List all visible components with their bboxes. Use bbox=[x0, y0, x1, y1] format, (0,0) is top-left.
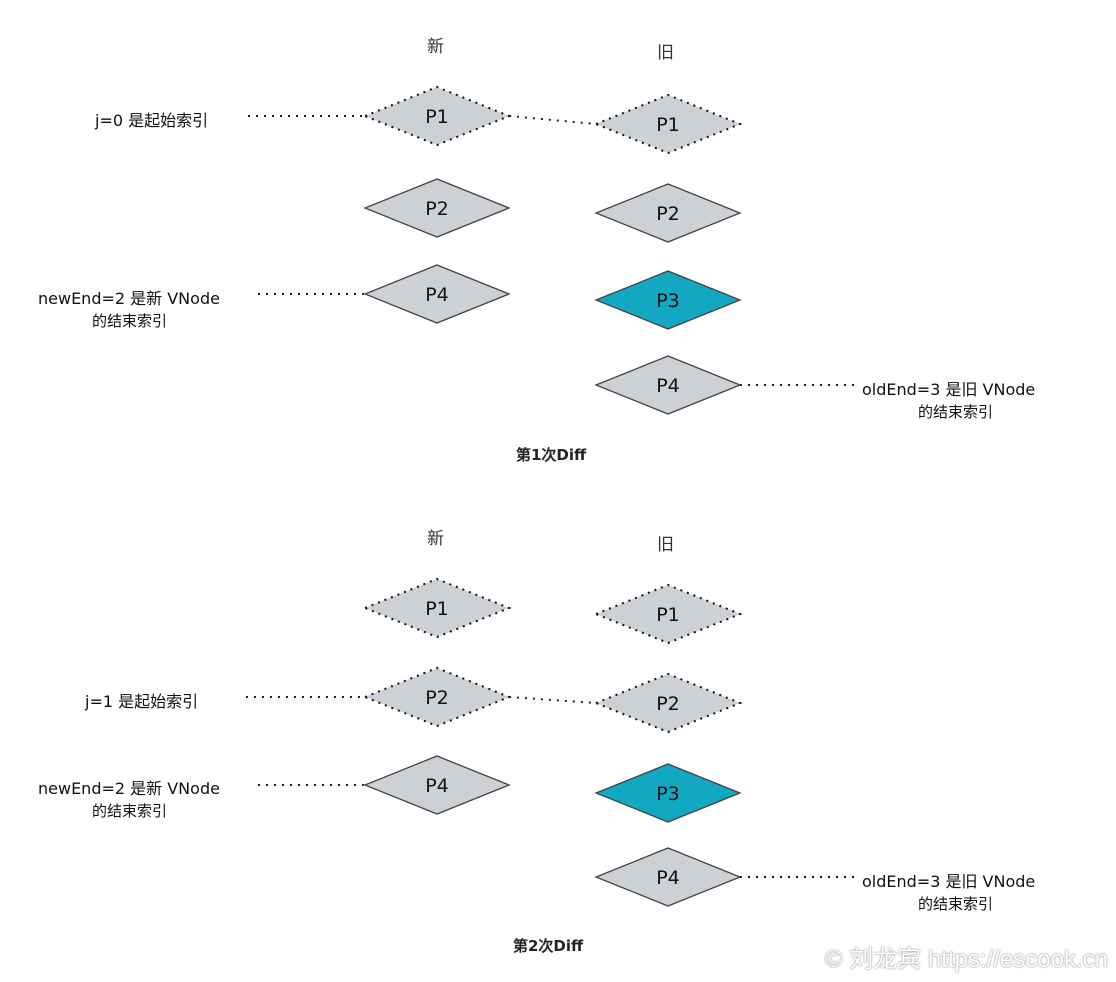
new-end-label-1: newEnd=2 是新 VNode bbox=[38, 289, 220, 308]
diamond-shape bbox=[593, 93, 743, 155]
new-vnode-p4: P4 bbox=[363, 755, 511, 815]
new-vnode-p1: P1 bbox=[362, 577, 512, 639]
diamond-shape bbox=[593, 672, 743, 734]
old-vnode-p1: P1 bbox=[593, 93, 743, 155]
diamond-shape bbox=[363, 264, 511, 324]
node-label: P1 bbox=[656, 604, 680, 626]
node-label: P1 bbox=[656, 114, 680, 136]
old-end-sublabel-1: 的结束索引 bbox=[918, 403, 994, 421]
old-vnode-p4: P4 bbox=[594, 847, 742, 907]
new-vnode-p4: P4 bbox=[363, 264, 511, 324]
old-vnode-p3: P3 bbox=[594, 763, 742, 823]
diamond-shape bbox=[362, 666, 512, 728]
diamond-shape bbox=[363, 755, 511, 815]
new-column-header-1: 新 bbox=[427, 37, 444, 57]
diff-caption-1: 第1次Diff bbox=[516, 446, 587, 464]
compare-link-line bbox=[508, 115, 597, 125]
old-vnode-p2: P2 bbox=[593, 672, 743, 734]
new-end-sublabel-1: 的结束索引 bbox=[92, 312, 168, 330]
diamond-shape bbox=[362, 577, 512, 639]
node-label: P4 bbox=[425, 775, 449, 797]
new-vnode-p2: P2 bbox=[362, 666, 512, 728]
new-column-header-2: 新 bbox=[427, 529, 444, 549]
diamond-shape bbox=[594, 847, 742, 907]
new-vnode-p2: P2 bbox=[363, 178, 511, 238]
j-start-label-2: j=1 是起始索引 bbox=[85, 692, 199, 711]
node-label: P1 bbox=[425, 598, 449, 620]
diamond-shape bbox=[593, 583, 743, 645]
old-vnode-p4: P4 bbox=[594, 355, 742, 415]
old-column-header-2: 旧 bbox=[657, 535, 674, 555]
diamond-shape bbox=[363, 178, 511, 238]
diff-caption-2: 第2次Diff bbox=[513, 937, 584, 955]
node-label: P2 bbox=[425, 687, 449, 709]
old-end-sublabel-2: 的结束索引 bbox=[918, 895, 994, 913]
node-label: P4 bbox=[656, 867, 680, 889]
watermark: © 刘龙宾 https://escook.cn bbox=[824, 946, 1108, 973]
new-end-sublabel-2: 的结束索引 bbox=[92, 802, 168, 820]
old-column-header-1: 旧 bbox=[657, 43, 674, 63]
new-end-label-2: newEnd=2 是新 VNode bbox=[38, 779, 220, 798]
node-label: P2 bbox=[656, 203, 680, 225]
diamond-shape bbox=[594, 183, 742, 243]
node-label: P1 bbox=[425, 106, 449, 128]
old-vnode-p3: P3 bbox=[594, 270, 742, 330]
new-vnode-p1: P1 bbox=[362, 85, 512, 147]
diamond-shape bbox=[594, 355, 742, 415]
compare-link-line bbox=[508, 696, 597, 704]
diamond-shape bbox=[362, 85, 512, 147]
node-label: P3 bbox=[656, 290, 680, 312]
diamond-shape bbox=[594, 763, 742, 823]
node-label: P2 bbox=[425, 198, 449, 220]
node-label: P4 bbox=[656, 375, 680, 397]
node-label: P4 bbox=[425, 284, 449, 306]
node-label: P2 bbox=[656, 693, 680, 715]
diamond-shape bbox=[594, 270, 742, 330]
old-vnode-p1: P1 bbox=[593, 583, 743, 645]
old-end-label-1: oldEnd=3 是旧 VNode bbox=[862, 380, 1036, 399]
old-vnode-p2: P2 bbox=[594, 183, 742, 243]
old-end-label-2: oldEnd=3 是旧 VNode bbox=[862, 872, 1036, 891]
j-start-label-1: j=0 是起始索引 bbox=[95, 111, 209, 130]
node-label: P3 bbox=[656, 783, 680, 805]
